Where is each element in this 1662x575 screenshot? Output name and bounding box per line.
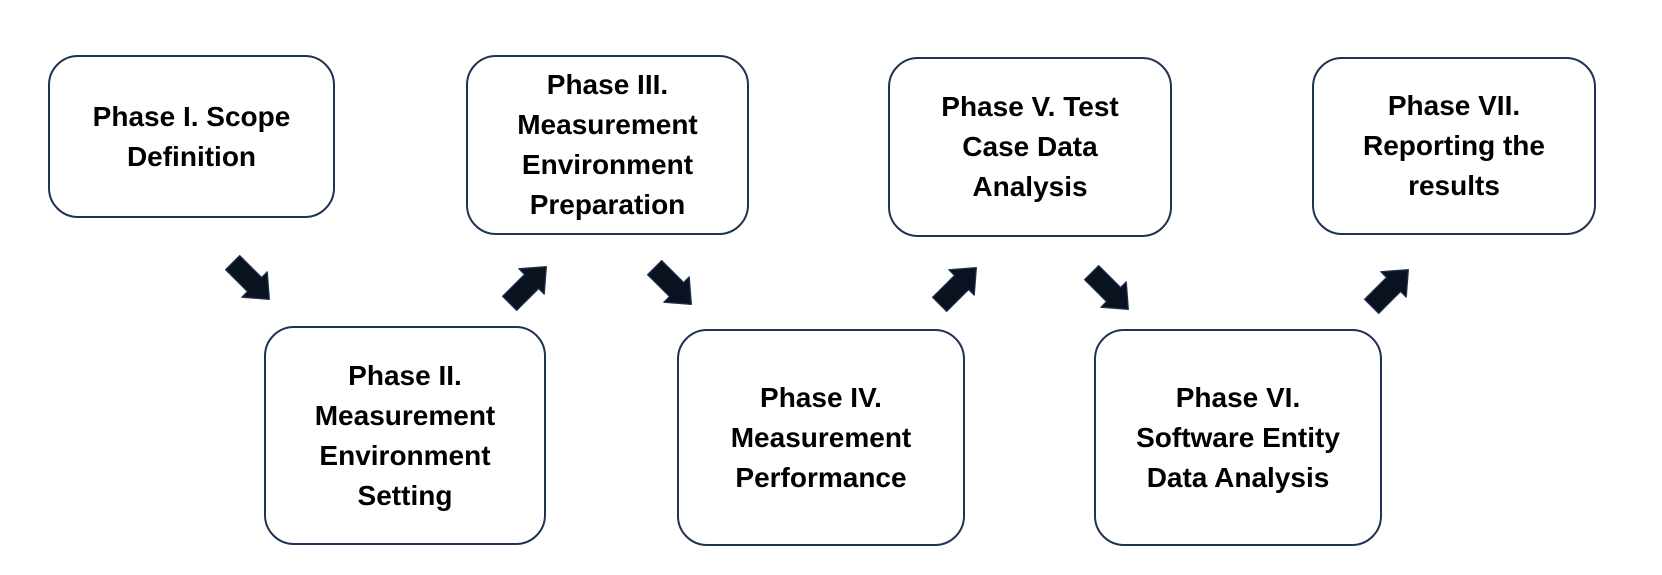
phase-box-4: Phase IV. Measurement Performance (677, 329, 965, 546)
flow-arrow-phase5-phase6 (1083, 264, 1129, 310)
phase-box-5: Phase V. Test Case Data Analysis (888, 57, 1172, 237)
flow-arrow-phase4-phase5 (931, 267, 977, 313)
phase-box-6: Phase VI. Software Entity Data Analysis (1094, 329, 1382, 546)
arrow-up-right-icon (931, 267, 977, 313)
phase-box-3: Phase III. Measurement Environment Prepa… (466, 55, 749, 235)
phase-5-label: Phase V. Test Case Data Analysis (941, 91, 1119, 202)
flow-arrow-phase1-phase2 (224, 254, 270, 300)
arrow-up-right-icon (1363, 269, 1409, 315)
arrow-down-right-icon (646, 259, 692, 305)
phase-3-label: Phase III. Measurement Environment Prepa… (517, 69, 698, 220)
flow-arrow-phase6-phase7 (1363, 269, 1409, 315)
arrow-down-right-icon (1083, 264, 1129, 310)
phase-box-7: Phase VII. Reporting the results (1312, 57, 1596, 235)
phase-box-1: Phase I. Scope Definition (48, 55, 335, 218)
phase-7-label: Phase VII. Reporting the results (1363, 90, 1545, 201)
flow-arrow-phase3-phase4 (646, 259, 692, 305)
phase-6-label: Phase VI. Software Entity Data Analysis (1136, 381, 1340, 493)
arrow-up-right-icon (501, 266, 547, 312)
phase-1-label: Phase I. Scope Definition (92, 100, 291, 172)
flow-arrow-phase2-phase3 (501, 266, 547, 312)
phase-4-label: Phase IV. Measurement Performance (730, 381, 912, 493)
phase-box-2: Phase II. Measurement Environment Settin… (264, 326, 546, 545)
phase-2-label: Phase II. Measurement Environment Settin… (314, 359, 496, 511)
arrow-down-right-icon (224, 254, 270, 300)
